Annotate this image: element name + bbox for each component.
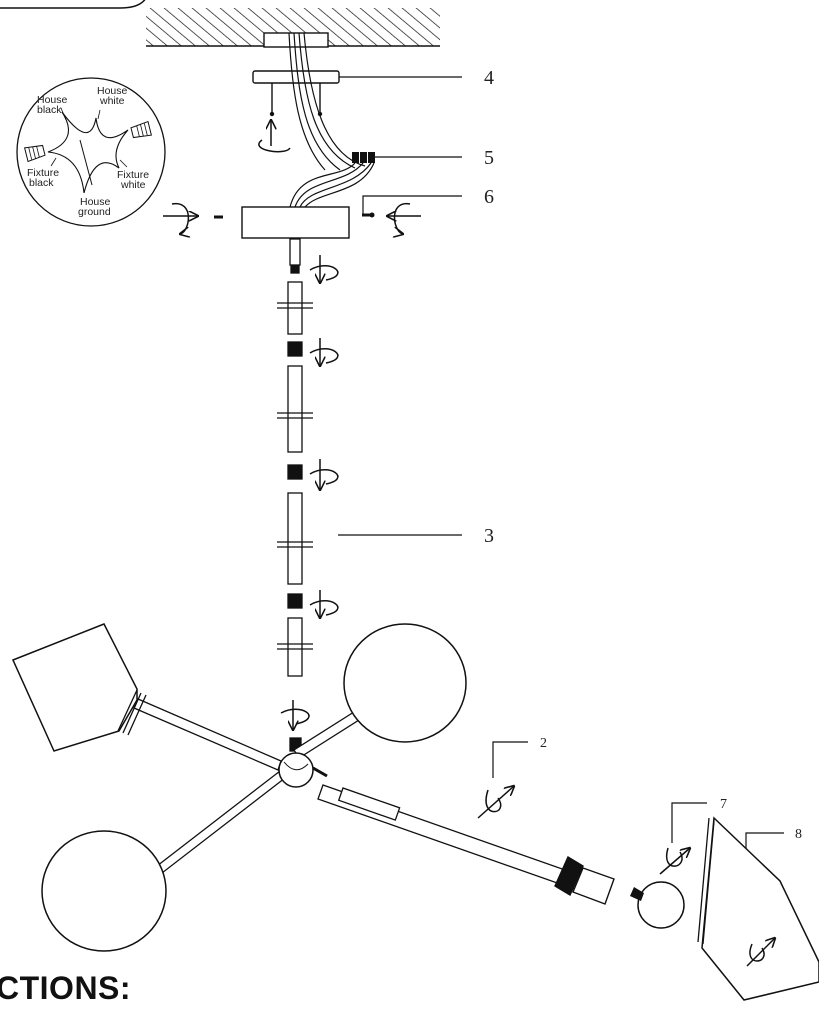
rotate-arrow-icon (309, 459, 339, 490)
supply-wires (288, 32, 366, 171)
label-fixture-black-2: black (29, 177, 54, 189)
rotate-arrow-icon (746, 938, 775, 967)
center-hub (278, 752, 328, 788)
wire-connectors (352, 152, 375, 163)
label-house-white-1: House (97, 85, 128, 97)
callout-leaders (338, 76, 784, 868)
callout-4: 4 (484, 67, 494, 89)
rotate-arrow-icon (477, 786, 514, 819)
fixture-arms (133, 698, 606, 899)
rotate-arrow-icon (163, 203, 198, 234)
mounting-bracket (252, 70, 340, 117)
glass-shade-bottom-right (697, 816, 819, 1001)
label-house-white-2: white (99, 95, 125, 107)
canopy-screws (214, 212, 375, 219)
canopy (241, 206, 350, 239)
glass-globe-top-right (343, 623, 467, 743)
fixture-wires (289, 162, 375, 208)
rotate-arrow-icon (309, 590, 339, 618)
callout-3: 3 (484, 525, 494, 547)
label-fixture-black-1: Fixture (27, 167, 59, 179)
rotate-arrow-icon (387, 203, 421, 234)
wire-nut-right-icon (130, 120, 152, 139)
callout-6: 6 (484, 186, 494, 208)
rotate-arrow-icon (309, 338, 339, 366)
glass-globe-bottom-left (41, 830, 167, 952)
rotate-arrow-icon (258, 120, 291, 153)
section-heading: CTIONS: (0, 970, 132, 1006)
bulb-socket (554, 855, 615, 905)
light-bulb (630, 881, 685, 929)
junction-box (263, 32, 329, 48)
label-house-black-2: black (37, 104, 62, 116)
label-house-ground-1: House (80, 196, 111, 208)
label-house-black-1: House (37, 94, 68, 106)
callout-8: 8 (795, 827, 802, 842)
frame-corner (0, 0, 146, 9)
glass-shade-top-left (11, 623, 147, 752)
wiring-detail: House black House white Fixture black Fi… (16, 77, 166, 227)
wire-nut-left-icon (24, 144, 46, 163)
callout-2: 2 (540, 736, 547, 751)
callout-7: 7 (720, 797, 727, 812)
rotate-arrow-icon (280, 700, 310, 730)
downrod-assembly (277, 238, 313, 752)
label-fixture-white-2: white (120, 179, 146, 191)
label-fixture-white-1: Fixture (117, 169, 149, 181)
rotate-arrow-icon (309, 255, 339, 283)
callout-5: 5 (484, 147, 494, 169)
rotate-arrow-icon (659, 848, 690, 875)
label-house-ground-2: ground (78, 206, 111, 218)
